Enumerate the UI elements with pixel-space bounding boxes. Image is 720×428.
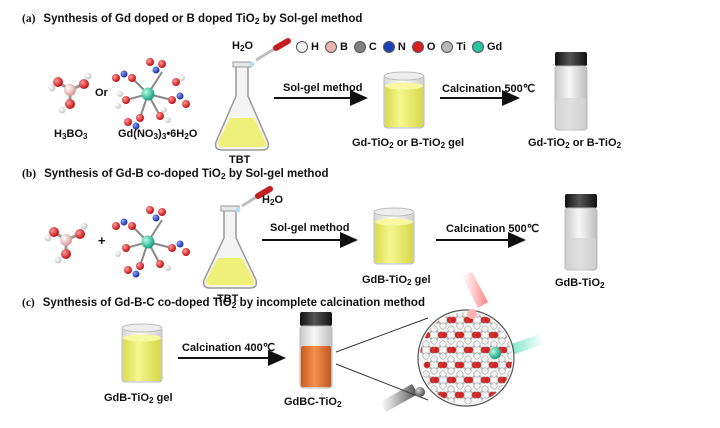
arrow-b1-label: Sol-gel method	[270, 222, 350, 234]
h3bo3-molecule-b	[44, 222, 88, 264]
legend-dot-gd	[471, 41, 484, 53]
section-title-a: (a)Synthesis of Gd doped or B doped TiO2…	[22, 13, 363, 26]
tbt-label-a: TBT	[229, 154, 251, 166]
legend-symbol: H	[311, 41, 319, 53]
gel-jar-c	[121, 323, 163, 383]
legend-item-b: B	[324, 41, 348, 53]
crystal-magnifier	[415, 309, 515, 407]
vial-a	[554, 52, 588, 131]
legend-item-n: N	[382, 41, 406, 53]
legend-item-c: C	[353, 41, 377, 53]
gd-nitrate-molecule-b	[112, 206, 190, 278]
arrow-a2-label: Calcination 500℃	[442, 83, 536, 95]
gel-b-label: GdB-TiO2 gel	[362, 274, 431, 287]
product-a-label: Gd-TiO2 or B-TiO2	[528, 137, 622, 150]
flask-b	[202, 205, 258, 289]
product-c-label: GdBC-TiO2	[284, 396, 342, 409]
atom-legend: H B C N O Ti Gd	[296, 41, 502, 53]
gel-jar-b	[373, 207, 415, 265]
zoom-line-top	[335, 317, 429, 353]
section-title-c: (c)Synthesis of Gd-B-C co-doped TiO2 by …	[22, 297, 425, 310]
legend-dot-n	[382, 41, 395, 53]
product-b-label: GdB-TiO2	[555, 277, 605, 290]
tbt-label-b: TBT	[217, 293, 239, 305]
water-label-b: H2O	[262, 194, 284, 207]
h3bo3-molecule-a	[48, 72, 92, 114]
legend-dot-b	[324, 41, 337, 53]
legend-dot-c	[353, 41, 366, 53]
beam-gray	[380, 384, 418, 412]
vial-b	[564, 194, 598, 271]
legend-item-h: H	[296, 41, 319, 53]
legend-item-o: O	[411, 41, 436, 53]
water-label-a: H2O	[232, 40, 254, 53]
dropper-a	[249, 38, 291, 67]
legend-symbol: O	[426, 41, 436, 53]
gd-nitrate-label: Gd(NO3)3•6H2O	[118, 128, 198, 141]
legend-symbol: N	[397, 41, 406, 53]
gel-jar-a	[383, 71, 425, 129]
legend-symbol: B	[339, 41, 348, 53]
flask-a	[214, 61, 270, 151]
arrow-c1-label: Calcination 400℃	[182, 342, 276, 354]
section-title-b: (b)Synthesis of Gd-B co-doped TiO2 by So…	[22, 168, 329, 181]
plus-label: +	[98, 233, 106, 248]
beam-red	[462, 272, 488, 308]
arrow-a1-label: Sol-gel method	[283, 82, 363, 94]
arrow-b2-label: Calcination 500℃	[446, 223, 540, 235]
gd-nitrate-molecule-a	[112, 58, 190, 130]
gel-c-label: GdB-TiO2 gel	[104, 392, 173, 405]
h3bo3-label: H3BO3	[54, 128, 88, 141]
legend-dot-h	[296, 41, 308, 53]
vial-c	[299, 312, 333, 389]
legend-item-ti: Ti	[441, 41, 466, 53]
dropper-b	[235, 186, 273, 213]
gel-a-label: Gd-TiO2 or B-TiO2 gel	[352, 137, 465, 150]
legend-dot-o	[411, 41, 424, 53]
legend-item-gd: Gd	[471, 41, 503, 53]
legend-symbol: C	[368, 41, 377, 53]
legend-dot-ti	[441, 41, 454, 53]
legend-symbol: Ti	[456, 41, 466, 53]
or-label: Or	[95, 87, 108, 99]
legend-symbol: Gd	[486, 41, 503, 53]
